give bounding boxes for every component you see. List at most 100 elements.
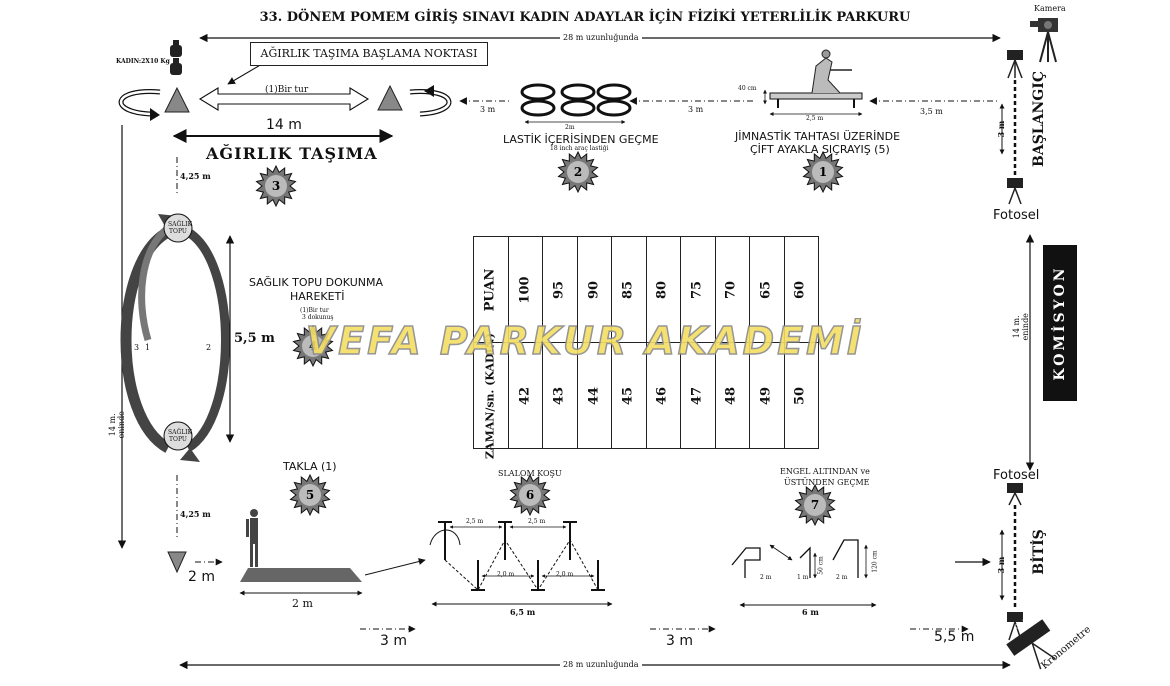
fotosel-bottom-icon <box>1007 483 1023 506</box>
slalom-25a: 2,5 m <box>466 518 484 525</box>
hurdle-height-b: 120 cm <box>871 550 879 573</box>
ball-label-1: SAĞLIK TOPU DOKUNMA <box>249 276 384 289</box>
start-tripod-icon <box>1007 50 1023 79</box>
one-lap-label: (1)Bir tur <box>265 85 309 95</box>
ball-touch: 3 dokunuş <box>302 314 334 321</box>
tires-icon <box>520 83 632 117</box>
watermark-text: VEFA PARKUR AKADEMİ <box>305 319 865 363</box>
turn-cone-icon <box>377 84 403 111</box>
station-badge-7: 7 <box>794 483 836 527</box>
slalom-total: 6,5 m <box>510 607 536 617</box>
roll-mat-icon <box>240 568 362 582</box>
station-number: 4 <box>309 339 317 353</box>
score-row-times: ZAMAN/sn. (KADIN) 42 43 44 45 46 47 48 4… <box>473 333 819 459</box>
slalom-20b: 2,0 m <box>556 571 574 578</box>
slalom-25b: 2,5 m <box>528 518 546 525</box>
fotosel-bottom-label: Fotosel <box>993 468 1040 483</box>
weight-icon <box>170 40 182 75</box>
station-number: 3 <box>272 179 280 193</box>
gym-board-icon <box>769 49 863 108</box>
gap-bottom-3m-b: 3 m <box>666 633 693 649</box>
fotosel-top-icon <box>1007 178 1023 205</box>
carry-14m-label: 14 m <box>266 117 302 133</box>
station-number: 6 <box>526 488 534 502</box>
roll-gap-label: 2 m <box>188 569 215 585</box>
gym-height-label: 40 cm <box>738 85 757 92</box>
tire-width-label: 2m <box>565 124 575 131</box>
commission-box: KOMİSYON <box>1043 245 1077 401</box>
hurdle-height-a: 50 cm <box>817 556 825 575</box>
page-title: 33. DÖNEM POMEM GİRİŞ SINAVI KADIN ADAYL… <box>259 10 911 25</box>
standing-figure-icon <box>246 509 258 567</box>
station-badge-1: 1 <box>802 150 844 194</box>
hurdle-label-2: ÜSTÜNDEN GEÇME <box>784 478 870 487</box>
finish-dist-label: 3 m <box>996 556 1006 574</box>
point-cell: 90 <box>576 236 613 343</box>
camera-label: Kamera <box>1034 4 1066 13</box>
gap-bottom-3m-a: 3 m <box>380 633 407 649</box>
score-table: PUAN 100 95 90 85 80 75 70 65 60 ZAMAN/s… <box>473 236 819 459</box>
medicine-ball-top-icon <box>163 213 193 243</box>
gym-label-2: ÇİFT AYAKLA SIÇRAYIŞ (5) <box>750 143 890 156</box>
carry-double-arrow <box>198 87 370 111</box>
tire-note: 18 inch araç lastiği <box>550 145 609 152</box>
station-badge-5: 5 <box>289 473 331 517</box>
time-cell: 48 <box>714 342 751 449</box>
point-cell: 85 <box>611 236 647 343</box>
points-header: PUAN <box>482 268 498 311</box>
roll-mat-label: 2 m <box>292 597 313 610</box>
station-badges: 1 2 3 4 5 6 7 <box>255 150 844 527</box>
hurdle-total: 6 m <box>802 607 819 617</box>
dist-4-25-bottom: 4,25 m <box>180 509 211 519</box>
ball-dist-label: 5,5 m <box>234 331 275 346</box>
gap-3-5m: 3,5 m <box>920 107 943 116</box>
chronometer-icon <box>1006 619 1056 670</box>
time-cell: 49 <box>749 342 785 449</box>
medicine-ball-bottom-icon <box>163 421 193 451</box>
time-cell: 50 <box>783 342 819 449</box>
point-cell: 60 <box>783 236 819 343</box>
camera-icon <box>1030 18 1058 63</box>
ball-num-2: 2 <box>206 343 212 352</box>
station-badge-6: 6 <box>509 473 551 517</box>
start-label: BAŞLANGIÇ <box>1031 71 1047 167</box>
ball-num-3: 3 <box>134 343 140 352</box>
point-cell: 95 <box>542 236 578 343</box>
station-number: 2 <box>574 165 582 179</box>
station-badge-3: 3 <box>255 164 297 208</box>
bottom-cone-icon <box>167 551 187 574</box>
time-cell: 47 <box>680 342 716 449</box>
bottom-length-label: 28 m uzunluğunda <box>560 661 642 669</box>
gym-label-1: JİMNASTİK TAHTASI ÜZERİNDE <box>735 130 901 143</box>
roll-label: TAKLA (1) <box>283 460 337 473</box>
hurdle-label-1: ENGEL ALTINDAN ve <box>780 467 870 476</box>
dist-4-25-top: 4,25 m <box>180 171 211 181</box>
hurdle-gap-b: 1 m <box>797 574 809 581</box>
gap-5-5m: 5,5 m <box>934 629 975 645</box>
slalom-poles <box>438 521 605 591</box>
tire-label: LASTİK İÇERİSİNDEN GEÇME <box>503 133 659 146</box>
station-number: 7 <box>811 498 819 512</box>
ball-name-bottom: SAĞLIK TOPU <box>168 429 193 443</box>
station-number: 5 <box>306 488 314 502</box>
gap-3m-b: 3 m <box>688 105 704 114</box>
ball-num-1: 1 <box>145 343 151 352</box>
slalom-label: SLALOM KOŞU <box>498 469 562 478</box>
slalom-20a: 2,0 m <box>497 571 515 578</box>
gap-3m-a: 3 m <box>480 105 496 114</box>
time-cell: 43 <box>542 342 578 449</box>
point-cell: 70 <box>714 236 751 343</box>
weights-label: KADIN:2X10 Kg <box>116 58 170 65</box>
fotosel-top-label: Fotosel <box>993 208 1040 223</box>
station-number: 1 <box>819 165 827 179</box>
left-width-label: 14 m. eninde <box>108 411 126 439</box>
ball-label-2: HAREKETİ <box>290 290 345 303</box>
point-cell: 65 <box>749 236 785 343</box>
top-length-label: 28 m uzunluğunda <box>560 34 642 42</box>
station-badge-2: 2 <box>557 150 599 194</box>
hurdle-gap-c: 2 m <box>836 574 848 581</box>
ball-lap: (1)Bir tur <box>300 307 329 314</box>
hurdles-icon <box>731 539 859 578</box>
medicine-ball-loop <box>120 214 230 462</box>
